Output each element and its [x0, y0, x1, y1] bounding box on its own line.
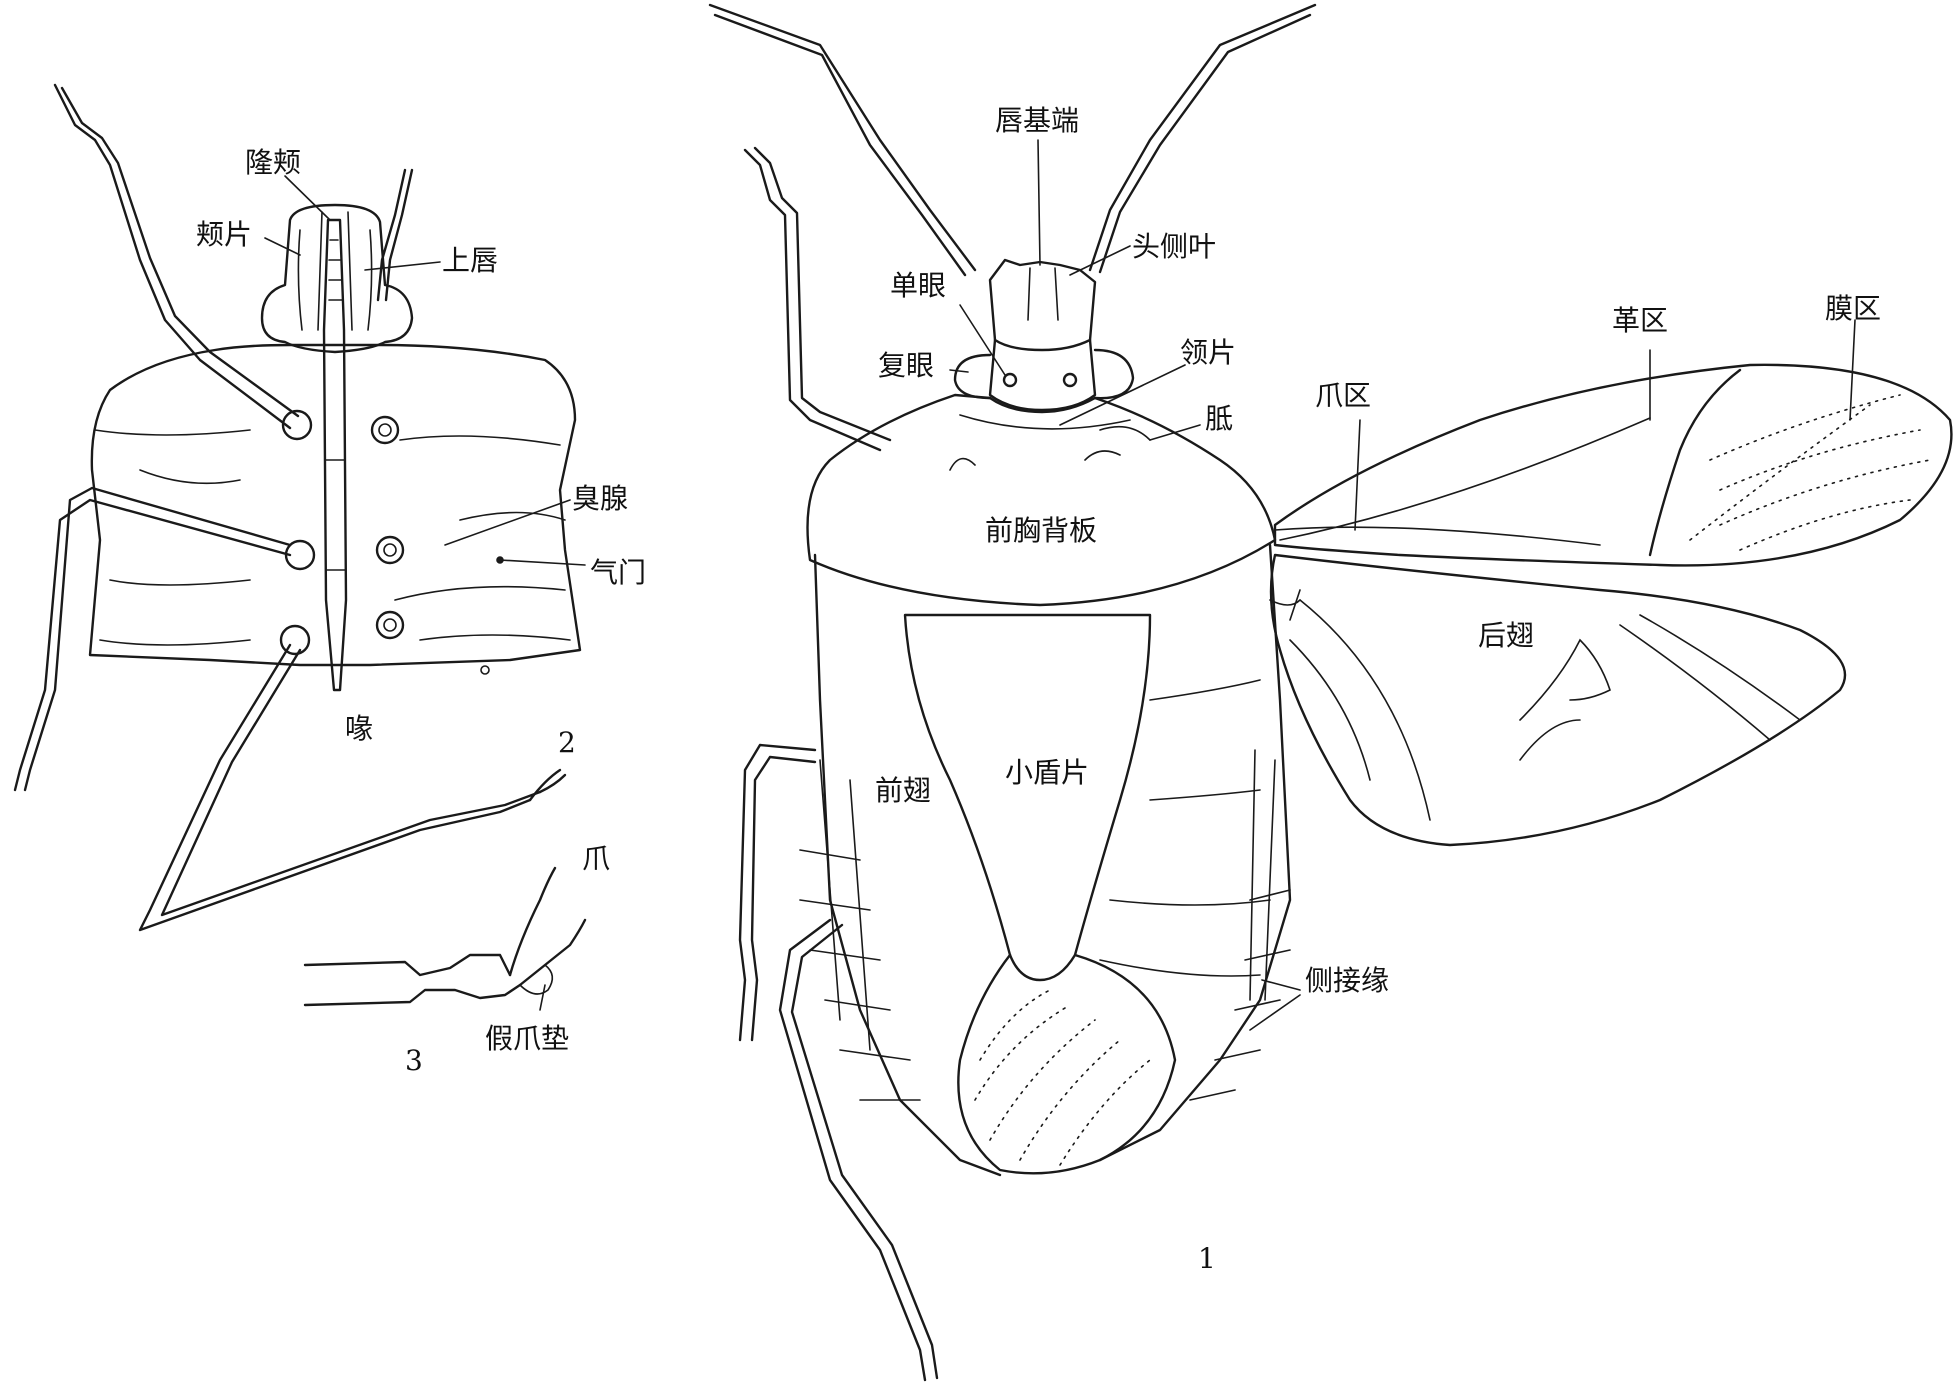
leader-lines	[264, 139, 1856, 1031]
label-clypeus: 唇基端	[995, 104, 1079, 137]
label-hind-wing: 后翅	[1478, 619, 1534, 652]
label-scent-gland: 臭腺	[572, 482, 628, 515]
figure-3-tarsus	[303, 866, 587, 1007]
figure-number-1: 1	[1198, 1242, 1216, 1275]
label-spiracle: 气门	[590, 556, 646, 589]
fig1-forewing-membrane	[957, 953, 1177, 1175]
label-paraclypeus: 头侧叶	[1132, 230, 1216, 263]
fig1-hind-wing	[1269, 553, 1847, 847]
label-scutellum: 小盾片	[1005, 756, 1089, 789]
figure-2-ventral-view	[13, 83, 582, 932]
fig2-rostrum	[322, 218, 348, 692]
label-corium: 革区	[1612, 304, 1668, 337]
fig1-forewing	[1273, 363, 1953, 567]
label-callus: 胝	[1205, 402, 1233, 435]
label-connexivum: 侧接缘	[1305, 964, 1389, 997]
label-clavus: 爪区	[1315, 379, 1371, 412]
label-pronotum: 前胸背板	[985, 514, 1097, 547]
labels: 隆颊 颊片 上唇 臭腺 气门 喙 2 爪 假爪垫 3 唇基端 头侧叶 单眼 复眼…	[196, 104, 1881, 1275]
fig1-head	[988, 258, 1097, 352]
label-ocellus: 单眼	[890, 269, 946, 302]
label-claw: 爪	[582, 842, 610, 875]
label-compound-eye: 复眼	[878, 349, 934, 382]
label-membrane: 膜区	[1825, 292, 1881, 325]
fig2-thorax	[88, 343, 582, 667]
figure-number-3: 3	[405, 1044, 423, 1077]
label-juga: 颊片	[196, 218, 252, 251]
fig1-scutellum	[903, 613, 1152, 982]
label-pseudopulvillus: 假爪垫	[485, 1022, 569, 1055]
label-forewing: 前翅	[875, 774, 931, 807]
label-collar: 领片	[1180, 336, 1236, 369]
label-labrum: 上唇	[442, 244, 498, 277]
fig1-pronotum	[806, 393, 1277, 607]
figure-number-2: 2	[558, 726, 576, 759]
label-bucculae: 隆颊	[245, 146, 301, 179]
label-rostrum: 喙	[345, 712, 373, 745]
fig1-compound-eye-right	[1093, 348, 1135, 400]
fig1-compound-eye-left	[953, 353, 992, 400]
fig2-head	[260, 203, 414, 354]
figure-1-dorsal-view	[708, 3, 1953, 1382]
